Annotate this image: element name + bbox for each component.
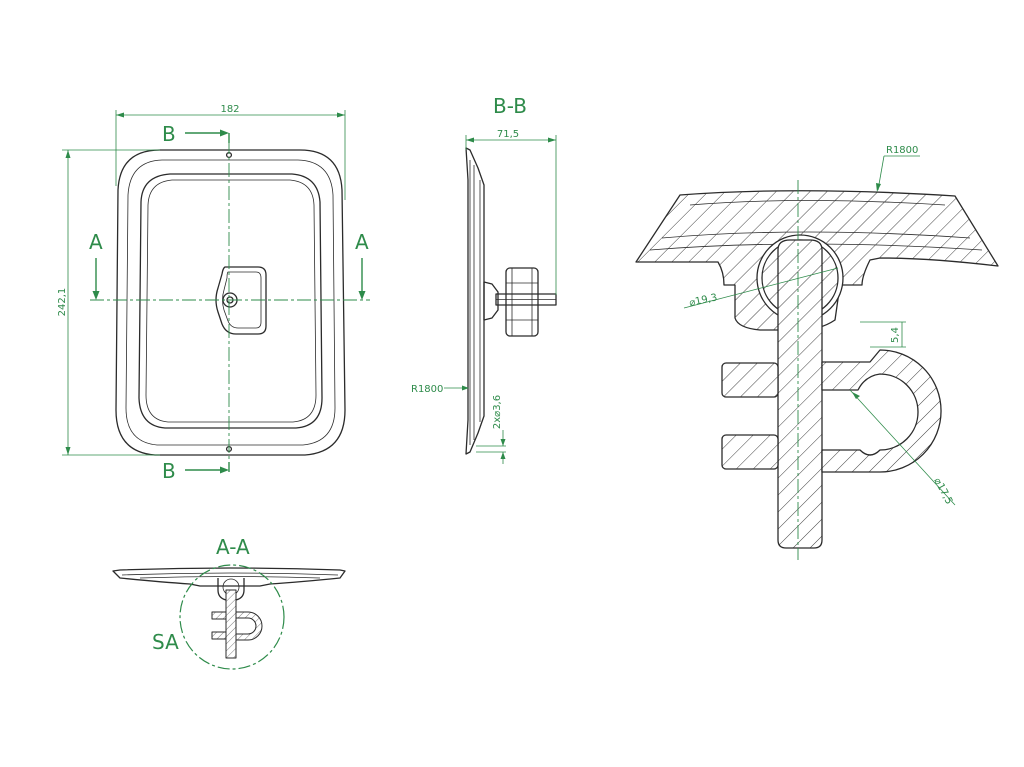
aa-clamp-ring bbox=[235, 611, 263, 641]
aa-glass-line bbox=[121, 572, 339, 576]
depth-arrow-left bbox=[466, 137, 474, 143]
section-bb-title: B-B bbox=[493, 94, 527, 118]
sa-fin-bottom bbox=[721, 434, 779, 470]
aa-stem bbox=[225, 589, 237, 659]
mirror-rim-line bbox=[125, 159, 336, 446]
section-aa-view: A-A SA bbox=[112, 535, 346, 670]
section-a-right-label: A bbox=[355, 230, 369, 254]
width-arrow-right bbox=[337, 112, 345, 118]
aa-fin-bottom bbox=[211, 631, 227, 640]
height-dimension-text: 242,1 bbox=[57, 288, 68, 317]
sa-clamp-dia-line bbox=[849, 389, 956, 506]
mirror-glass-outline bbox=[138, 173, 323, 429]
hole-dimension-text: 2x⌀3,6 bbox=[492, 395, 503, 429]
section-b-bottom-arrow bbox=[220, 466, 229, 474]
sa-ball-dia-text: ⌀19,3 bbox=[688, 292, 718, 309]
center-boss bbox=[215, 266, 267, 335]
section-b-top-label: B bbox=[162, 122, 176, 146]
section-a-right-arrow bbox=[358, 291, 366, 300]
detail-sa-label: SA bbox=[152, 630, 179, 654]
hole-arrow-bottom bbox=[500, 452, 506, 459]
sa-fin-top bbox=[721, 362, 779, 398]
section-aa-title: A-A bbox=[216, 535, 250, 559]
section-a-left-label: A bbox=[89, 230, 103, 254]
mirror-glass-inner bbox=[145, 179, 317, 423]
bb-radius-arrow bbox=[462, 385, 469, 391]
aa-back-line bbox=[139, 576, 321, 579]
width-arrow-left bbox=[116, 112, 124, 118]
sa-clamp-ring bbox=[821, 349, 942, 473]
detail-sa-circle bbox=[179, 564, 285, 670]
sa-clamp-dia-text: ⌀17,5 bbox=[931, 476, 954, 506]
sa-radius-text: R1800 bbox=[886, 145, 918, 156]
height-arrow-bottom bbox=[65, 447, 71, 455]
depth-arrow-right bbox=[548, 137, 556, 143]
sa-clamp-dia-arrow bbox=[852, 392, 860, 399]
bb-radius-text: R1800 bbox=[411, 384, 443, 395]
aa-mirror-profile bbox=[112, 567, 346, 587]
aa-fin-top bbox=[211, 611, 227, 620]
section-a-left-arrow bbox=[92, 291, 100, 300]
height-arrow-top bbox=[65, 150, 71, 158]
sa-ball-dia-line bbox=[683, 267, 839, 309]
detail-sa-view: R1800 ⌀19,3 ⌀17,5 5,4 bbox=[635, 145, 999, 560]
sa-glass-line-1 bbox=[661, 231, 971, 239]
sa-radius-arrow bbox=[876, 183, 881, 192]
sa-offset-text: 5,4 bbox=[890, 327, 901, 343]
bb-clamp-block bbox=[505, 267, 539, 337]
sa-pin bbox=[777, 239, 823, 549]
bb-boss bbox=[483, 281, 499, 321]
center-boss-inner bbox=[222, 271, 262, 329]
depth-dimension-text: 71,5 bbox=[497, 129, 519, 140]
sa-glass-line-3 bbox=[689, 200, 946, 206]
mirror-outer-outline bbox=[115, 149, 346, 456]
bb-mirror-profile bbox=[465, 147, 485, 455]
section-b-bottom-label: B bbox=[162, 459, 176, 483]
front-view: 182 242,1 B B A A bbox=[57, 104, 370, 483]
hole-arrow-top bbox=[500, 439, 506, 446]
width-dimension-text: 182 bbox=[220, 104, 239, 115]
section-bb-view: B-B 71,5 R1800 2x⌀3,6 bbox=[411, 94, 557, 464]
section-b-top-arrow bbox=[220, 129, 229, 137]
